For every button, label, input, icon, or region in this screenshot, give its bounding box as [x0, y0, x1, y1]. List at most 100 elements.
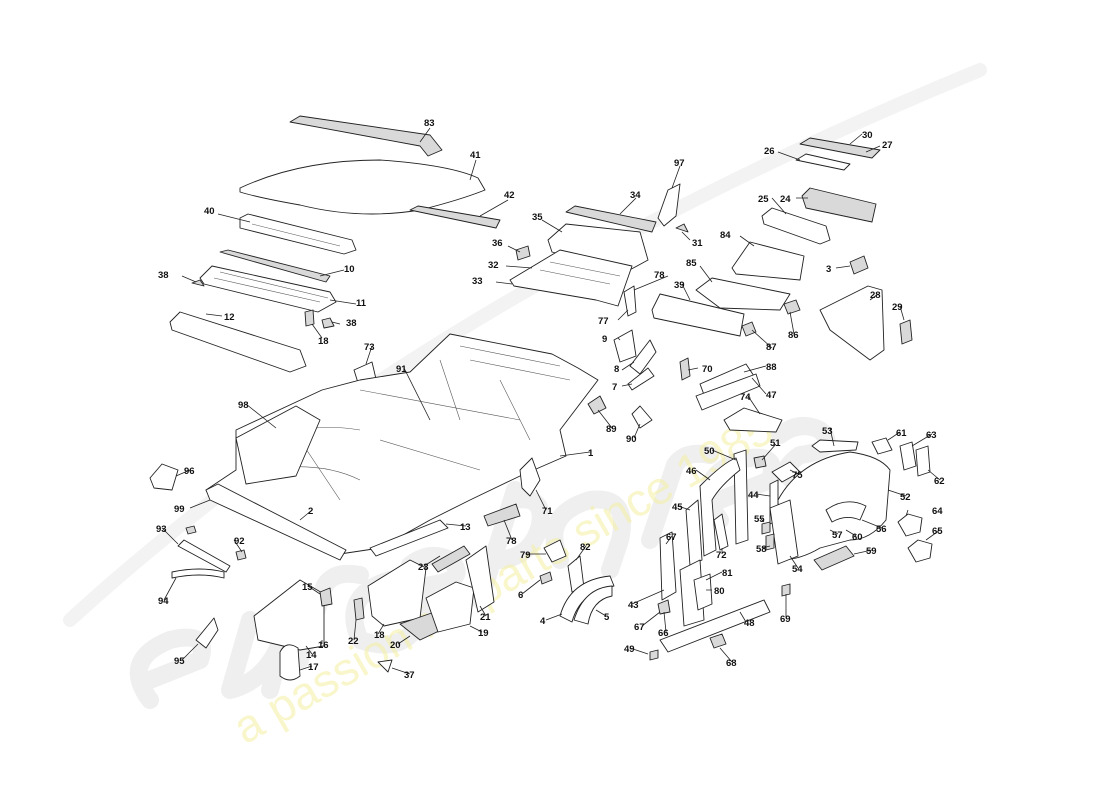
callout: 88 [766, 362, 777, 373]
callout: 70 [702, 364, 713, 375]
part-quarter-inner-54 [769, 499, 799, 565]
callout: 29 [892, 302, 903, 313]
part-bracket-78-top [623, 285, 637, 317]
part-floorpan-tunnel [299, 359, 531, 501]
callout: 72 [716, 550, 727, 561]
callout: 38 [158, 270, 169, 281]
callout: 34 [630, 190, 641, 201]
callout: 97 [674, 158, 685, 169]
part-bracket-61 [871, 437, 893, 455]
callout: 14 [306, 650, 317, 661]
callout: 24 [780, 194, 791, 205]
callout: 77 [598, 316, 609, 327]
callout: 10 [344, 264, 355, 275]
callout: 78 [506, 536, 517, 547]
part-bracket-71 [519, 457, 541, 497]
part-bracket-36 [515, 245, 531, 261]
callout: 32 [488, 260, 499, 271]
callout: 62 [934, 476, 945, 487]
callout: 85 [686, 258, 697, 269]
callout: 20 [390, 640, 401, 651]
watermark-swoosh [63, 63, 987, 627]
callout: 78 [654, 270, 665, 281]
callout: 90 [626, 434, 637, 445]
part-rear-wheelarch-outer [573, 585, 613, 625]
part-rear-top-rail [565, 205, 657, 233]
callout: 26 [764, 146, 775, 157]
part-bracket-29 [899, 319, 913, 345]
part-bracket-18-top [304, 309, 315, 327]
part-front-bulkhead-98 [235, 405, 321, 485]
callout: 5 [604, 612, 610, 623]
callout: 28 [870, 290, 881, 301]
callout: 48 [744, 618, 755, 629]
part-bracket-97 [657, 183, 681, 227]
part-rear-quarter-inner-28 [819, 285, 885, 361]
callout: 73 [364, 342, 375, 353]
part-bracket-38-right [321, 317, 335, 329]
callout: 74 [740, 392, 751, 403]
callout: 40 [204, 206, 215, 217]
part-tail-panel-53 [811, 439, 859, 453]
part-bracket-58 [765, 533, 775, 551]
part-bracket-90 [631, 405, 653, 429]
part-bracket-69 [781, 583, 791, 597]
part-bracket-95 [195, 617, 219, 649]
callout: 37 [404, 670, 415, 681]
callout: 79 [520, 550, 531, 561]
callout: 65 [932, 526, 943, 537]
part-bracket-68 [709, 633, 727, 649]
callout: 43 [628, 600, 639, 611]
part-bush-92-a [185, 525, 197, 535]
part-bracket-74 [723, 407, 783, 433]
callout: 89 [606, 424, 617, 435]
callout: 58 [756, 544, 767, 555]
part-bracket-87 [741, 321, 757, 337]
part-duct-17 [279, 644, 301, 681]
part-bracket-15 [319, 587, 333, 607]
part-bracket-63 [899, 441, 917, 471]
callout: 18 [374, 630, 385, 641]
callout: 41 [470, 150, 481, 161]
callout: 19 [478, 628, 489, 639]
part-door-ring-46 [699, 457, 741, 557]
callout: 60 [852, 532, 863, 543]
part-bracket-66 [657, 599, 671, 615]
callout: 82 [580, 542, 591, 553]
callout: 47 [766, 390, 777, 401]
callout: 80 [714, 586, 725, 597]
part-sill-front-13 [369, 519, 449, 557]
callout: 18 [318, 336, 329, 347]
callout: 94 [158, 596, 169, 607]
part-windscreen-top [219, 249, 331, 283]
part-bracket-22 [353, 597, 365, 621]
callout: 64 [932, 506, 943, 517]
part-rear-tray-85 [695, 277, 791, 311]
callout: 46 [686, 466, 697, 477]
part-bracket-8 [629, 339, 657, 375]
callout: 69 [780, 614, 791, 625]
part-pillar-45 [685, 499, 703, 567]
part-inner-pillar-72 [713, 513, 729, 551]
callout: 25 [758, 194, 769, 205]
part-rear-bulkhead-39 [651, 293, 745, 337]
callout: 84 [720, 230, 731, 241]
callout: 4 [540, 616, 546, 627]
callout: 44 [748, 490, 759, 501]
part-bracket-55 [761, 521, 771, 535]
part-bracket-79 [543, 539, 567, 563]
part-bracket-49 [649, 649, 659, 661]
part-sill-80 [693, 573, 713, 611]
callout: 63 [926, 430, 937, 441]
callout: 81 [722, 568, 733, 579]
callout: 36 [492, 238, 503, 249]
part-rear-deck [547, 223, 649, 273]
callout: 45 [672, 502, 683, 513]
part-b-pillar-50 [733, 449, 749, 545]
part-bracket-38-left [191, 279, 205, 287]
part-rear-floor-detail [539, 261, 621, 285]
callout: 86 [788, 330, 799, 341]
callout: 57 [832, 530, 843, 541]
callout: 98 [238, 400, 249, 411]
callout: 33 [472, 276, 483, 287]
